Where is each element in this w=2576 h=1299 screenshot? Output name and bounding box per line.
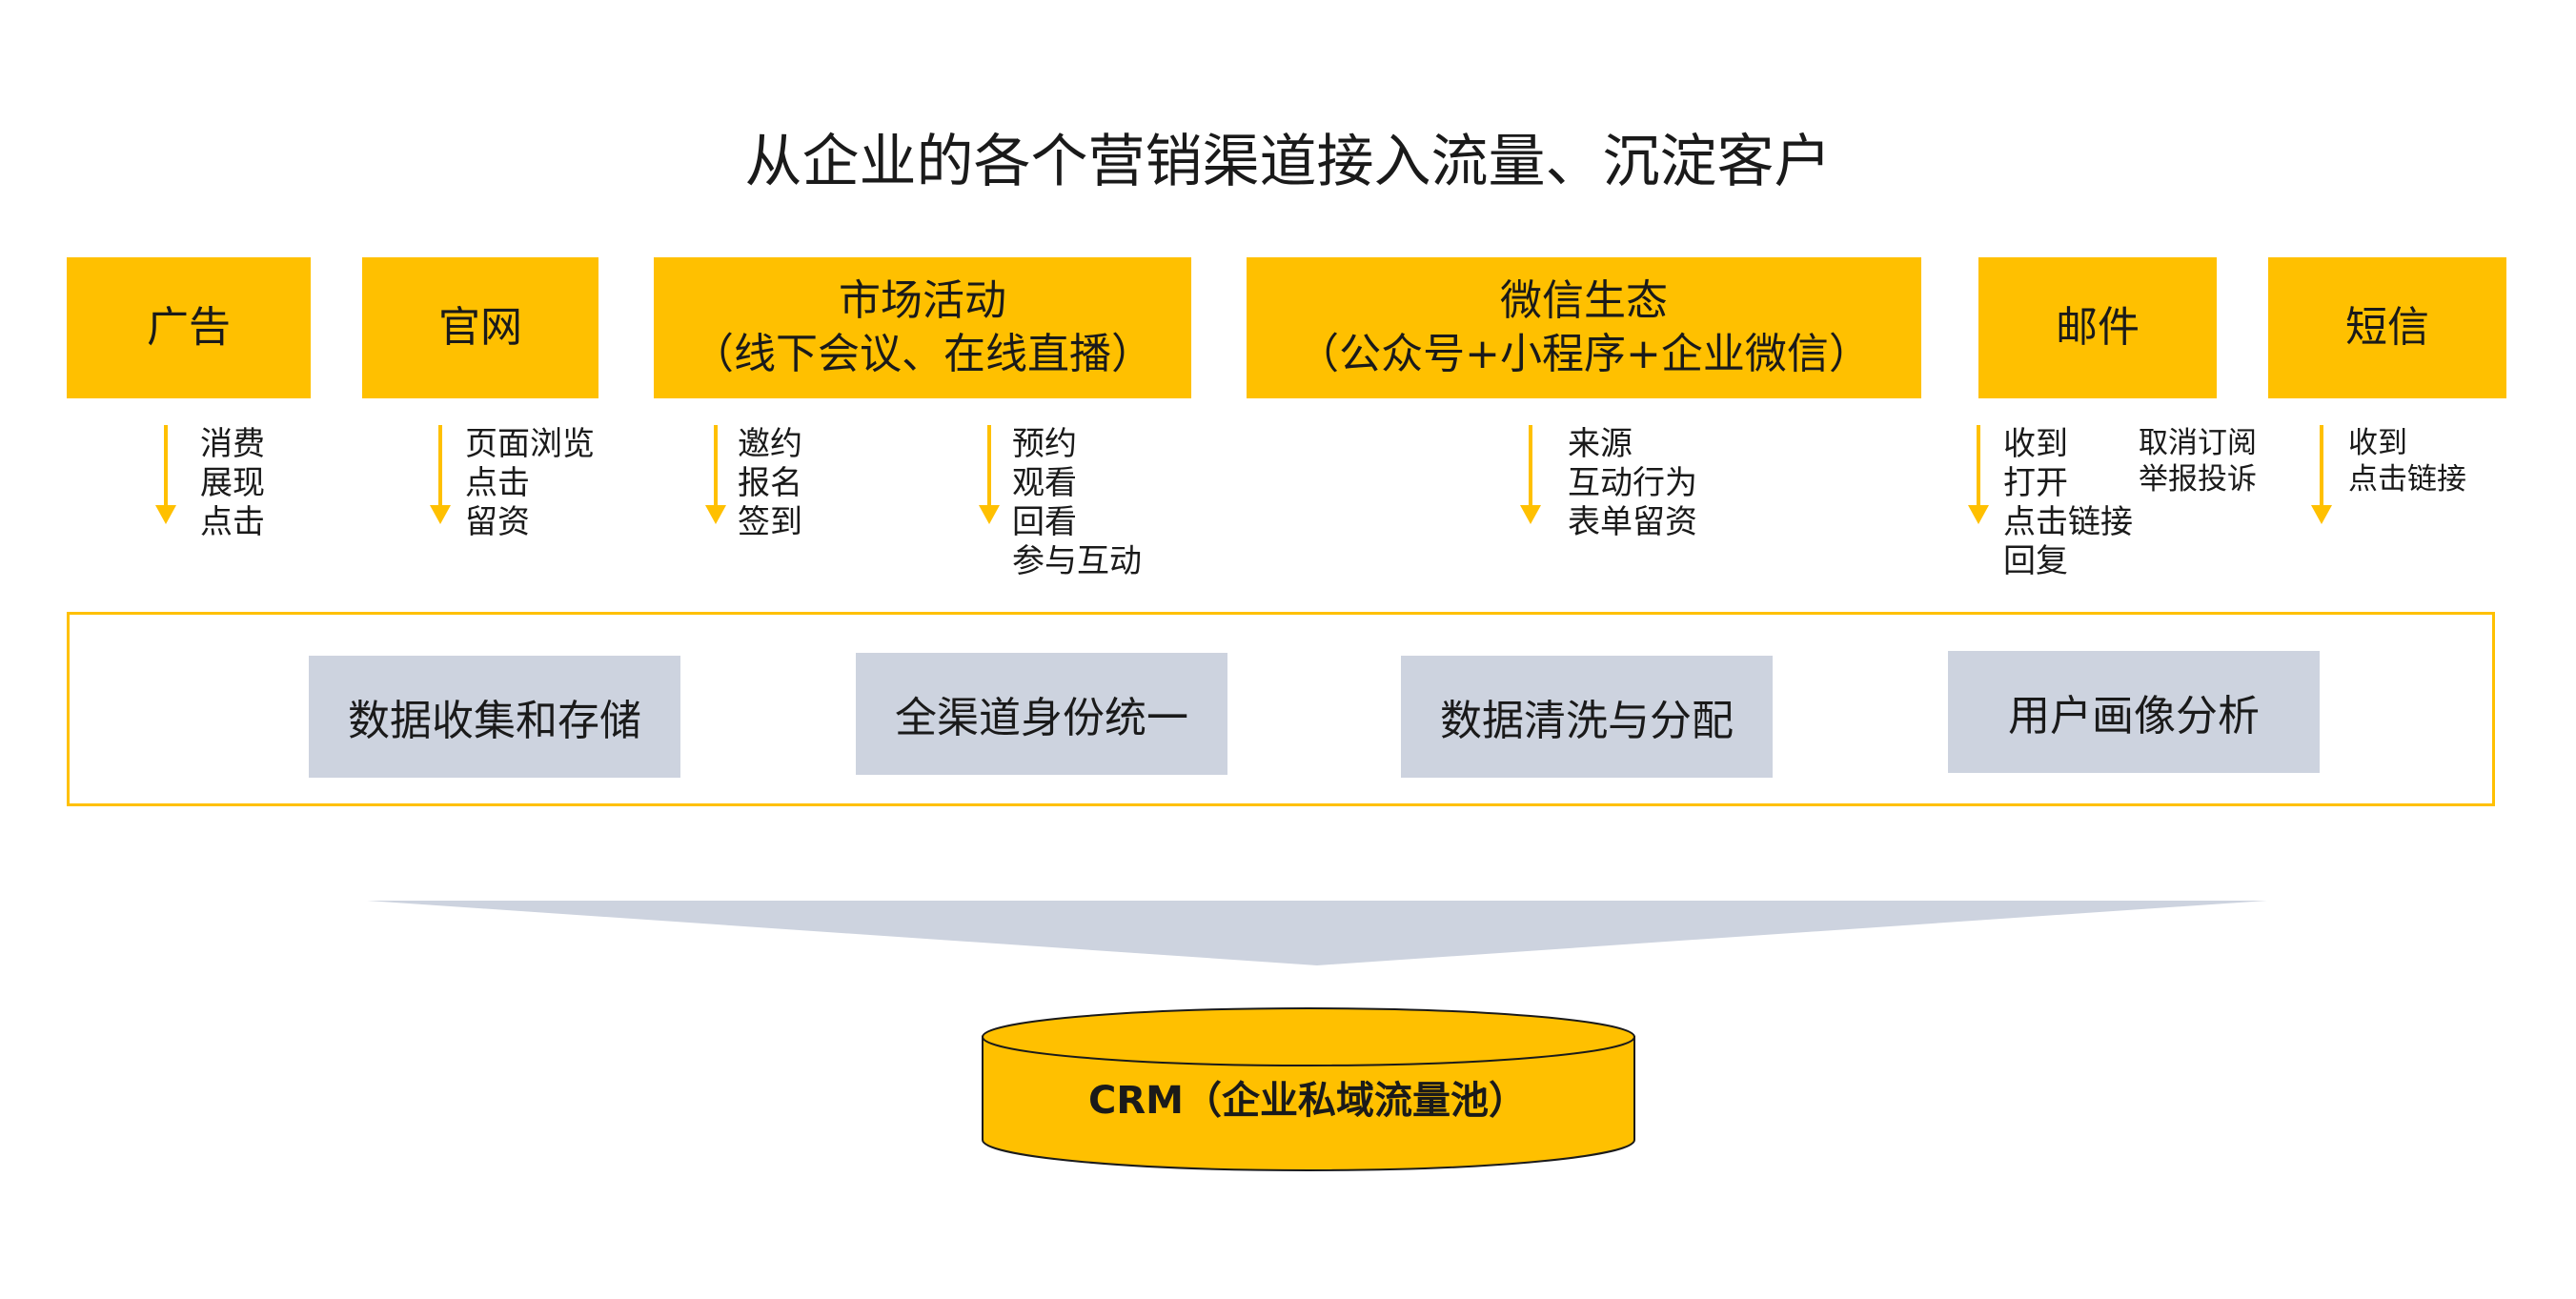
channel-wechat-label: 微信生态 <box>1500 276 1668 325</box>
events-invite-down-arrow-icon <box>705 425 726 524</box>
crm-label: CRM（企业私域流量池） <box>1088 1079 1527 1123</box>
channel-wechat: 微信生态 （公众号+小程序+企业微信） <box>1247 257 1921 398</box>
ads-down-arrow-icon <box>155 425 176 524</box>
ads-metrics: 消费 展现 点击 <box>200 425 265 541</box>
crm-cylinder <box>982 1007 1635 1171</box>
process-identity-unification: 全渠道身份统一 <box>856 653 1227 775</box>
channel-sms-label: 短信 <box>2345 303 2429 352</box>
website-down-arrow-icon <box>430 425 451 524</box>
channel-ads-label: 广告 <box>147 303 231 352</box>
email-down-arrow-icon <box>1968 425 1989 524</box>
wechat-metrics: 来源 互动行为 表单留资 <box>1568 425 1697 541</box>
data-processing-frame <box>67 612 2495 806</box>
process-data-collection: 数据收集和存储 <box>309 656 680 778</box>
sms-down-arrow-icon <box>2311 425 2332 524</box>
channel-website: 官网 <box>362 257 598 398</box>
events-invite-metrics: 邀约 报名 签到 <box>738 425 802 541</box>
email-metrics: 收到 打开 点击链接 回复 <box>2003 425 2133 580</box>
channel-events: 市场活动 （线下会议、在线直播） <box>654 257 1191 398</box>
events-live-down-arrow-icon <box>979 425 1000 524</box>
sms-metrics: 收到 点击链接 <box>2348 426 2466 497</box>
channel-website-label: 官网 <box>438 303 522 352</box>
events-live-metrics: 预约 观看 回看 参与互动 <box>1012 425 1142 580</box>
funnel-triangle <box>367 901 2267 965</box>
channel-email-label: 邮件 <box>2056 303 2140 352</box>
channel-events-sublabel: （线下会议、在线直播） <box>692 330 1153 378</box>
process-data-cleansing: 数据清洗与分配 <box>1401 656 1773 778</box>
email-negative-metrics: 取消订阅 举报投诉 <box>2139 426 2257 497</box>
diagram-title: 从企业的各个营销渠道接入流量、沉淀客户 <box>744 129 1832 195</box>
channel-ads: 广告 <box>67 257 311 398</box>
channel-events-label: 市场活动 <box>839 276 1006 325</box>
process-user-profiling: 用户画像分析 <box>1948 651 2320 773</box>
channel-sms: 短信 <box>2268 257 2506 398</box>
channel-wechat-sublabel: （公众号+小程序+企业微信） <box>1297 330 1871 378</box>
channel-email: 邮件 <box>1978 257 2217 398</box>
website-metrics: 页面浏览 点击 留资 <box>465 425 595 541</box>
wechat-down-arrow-icon <box>1520 425 1541 524</box>
